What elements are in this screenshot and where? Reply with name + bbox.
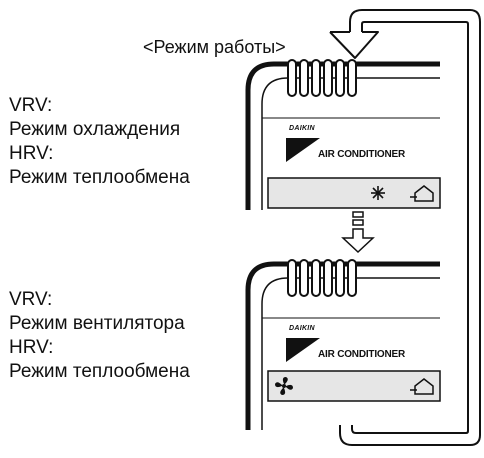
brand-logo-2: DAIKIN: [289, 325, 315, 332]
mode-description-1: VRV: Режим охлаждения HRV: Режим теплооб…: [9, 94, 190, 190]
mode-description-2: VRV: Режим вентилятора HRV: Режим теплоо…: [9, 288, 190, 384]
vrv-mode-text: Режим охлаждения: [9, 119, 181, 140]
display-panel: [267, 370, 441, 402]
operation-mode-caption: <Режим работы>: [143, 37, 286, 57]
product-name-2: AIR CONDITIONER: [318, 349, 406, 360]
vent-slots: [287, 59, 357, 97]
hrv-label: HRV:: [9, 337, 54, 358]
transition-arrow: [341, 211, 375, 254]
vrv-mode-text: Режим вентилятора: [9, 313, 185, 334]
fan-icon: [275, 377, 293, 395]
vrv-label: VRV:: [9, 95, 53, 116]
brand-logo-1: DAIKIN: [289, 125, 315, 132]
controller-panel-2: [245, 259, 441, 430]
vrv-label: VRV:: [9, 289, 53, 310]
hrv-mode-text: Режим теплообмена: [9, 167, 190, 188]
display-panel: [267, 177, 441, 209]
hrv-mode-text: Режим теплообмена: [9, 361, 190, 382]
house-heat-exchange-icon: [410, 378, 434, 395]
cycle-loop-arrow: [329, 9, 481, 446]
daikin-logo-mark: [286, 338, 320, 362]
hrv-label: HRV:: [9, 143, 54, 164]
vent-slots: [287, 259, 357, 297]
snowflake-icon: [371, 186, 385, 200]
controller-panel-1: [245, 59, 441, 210]
product-name-1: AIR CONDITIONER: [318, 149, 406, 160]
daikin-logo-mark: [286, 138, 320, 162]
house-heat-exchange-icon: [410, 185, 434, 202]
